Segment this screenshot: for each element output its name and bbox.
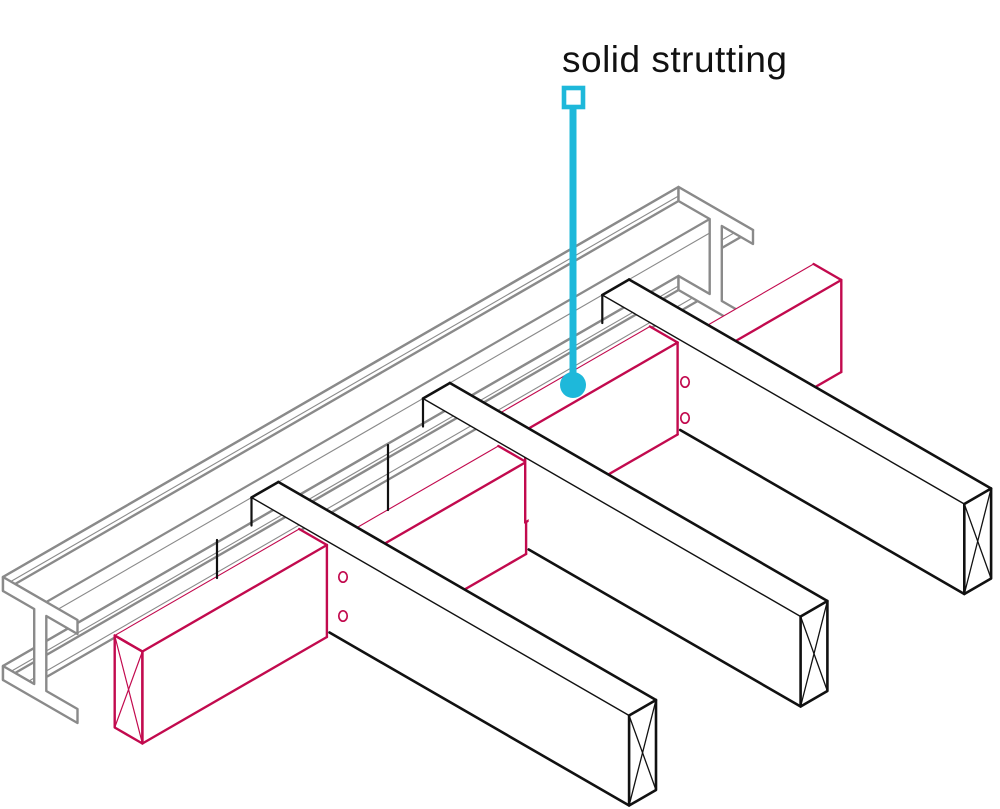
callout-marker-square: [561, 85, 586, 110]
callout-dot: [560, 372, 586, 398]
callout: [560, 85, 586, 398]
callout-label: solid strutting: [562, 39, 788, 80]
joist-1: [250, 480, 658, 807]
joist-3: [600, 278, 993, 596]
joist-2: [421, 381, 829, 708]
nail-hole-marks: [337, 375, 691, 623]
steel-i-beam: [1, 185, 755, 725]
solid-strut-1: [113, 527, 329, 745]
joist-notch-lines: [215, 443, 390, 580]
